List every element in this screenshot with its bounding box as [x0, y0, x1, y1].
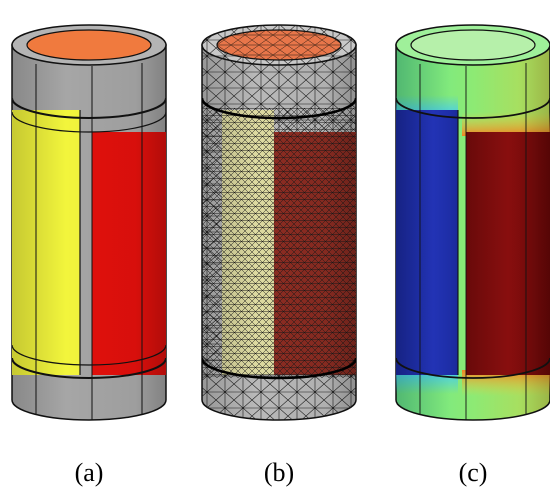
cylinder-c-top-face	[410, 29, 536, 61]
panel-a-geometry	[11, 24, 167, 421]
caption-a: (a)	[75, 458, 104, 487]
caption-b: (b)	[264, 458, 294, 487]
caption-c: (c)	[459, 458, 488, 487]
panel-c-field	[395, 24, 550, 421]
panel-b-mesh	[201, 24, 357, 421]
cylinder-a-top-face	[26, 29, 152, 61]
